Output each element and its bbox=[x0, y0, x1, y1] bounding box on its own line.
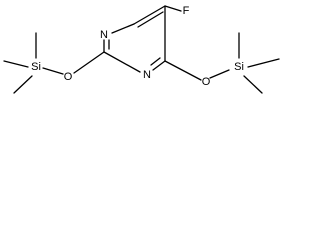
bond-si-right-methyl-right bbox=[247, 58, 280, 68]
atom-fluorine: F bbox=[183, 5, 190, 17]
atom-nitrogen-top: N bbox=[100, 29, 108, 41]
bond-si-right-methyl-down bbox=[243, 75, 263, 94]
bond-o-right-si-right bbox=[209, 69, 230, 79]
bond-o-left-si-left bbox=[42, 67, 64, 75]
right-trimethylsilyl bbox=[238, 32, 280, 94]
atom-labels: F N N O O Si Si bbox=[31, 5, 244, 88]
bond-c2-o-left bbox=[73, 51, 105, 74]
bond-c6-c5 bbox=[133, 5, 166, 25]
bond-c4-n3-inner bbox=[150, 57, 161, 66]
bond-c4-o-right bbox=[164, 60, 202, 81]
bond-si-left-methyl-down bbox=[13, 75, 33, 94]
bond-c5-f bbox=[164, 5, 182, 12]
atom-nitrogen-bottom: N bbox=[143, 69, 151, 81]
bond-n3-c2 bbox=[103, 51, 141, 73]
pyrimidine-ring bbox=[103, 5, 166, 73]
bond-si-left-methyl-left bbox=[3, 60, 29, 68]
atom-silicon-left: Si bbox=[31, 61, 41, 73]
atom-oxygen-right: O bbox=[202, 76, 211, 88]
atom-silicon-right: Si bbox=[234, 61, 244, 73]
bond-c4-n3 bbox=[152, 60, 166, 71]
left-trimethylsilyl bbox=[3, 32, 37, 94]
atom-oxygen-left: O bbox=[64, 71, 73, 83]
bond-c6-c5-inner bbox=[137, 11, 164, 28]
substituent-bonds bbox=[42, 5, 230, 81]
bond-n1-c6 bbox=[111, 23, 135, 34]
structure-diagram: F N N O O Si Si bbox=[3, 5, 280, 94]
